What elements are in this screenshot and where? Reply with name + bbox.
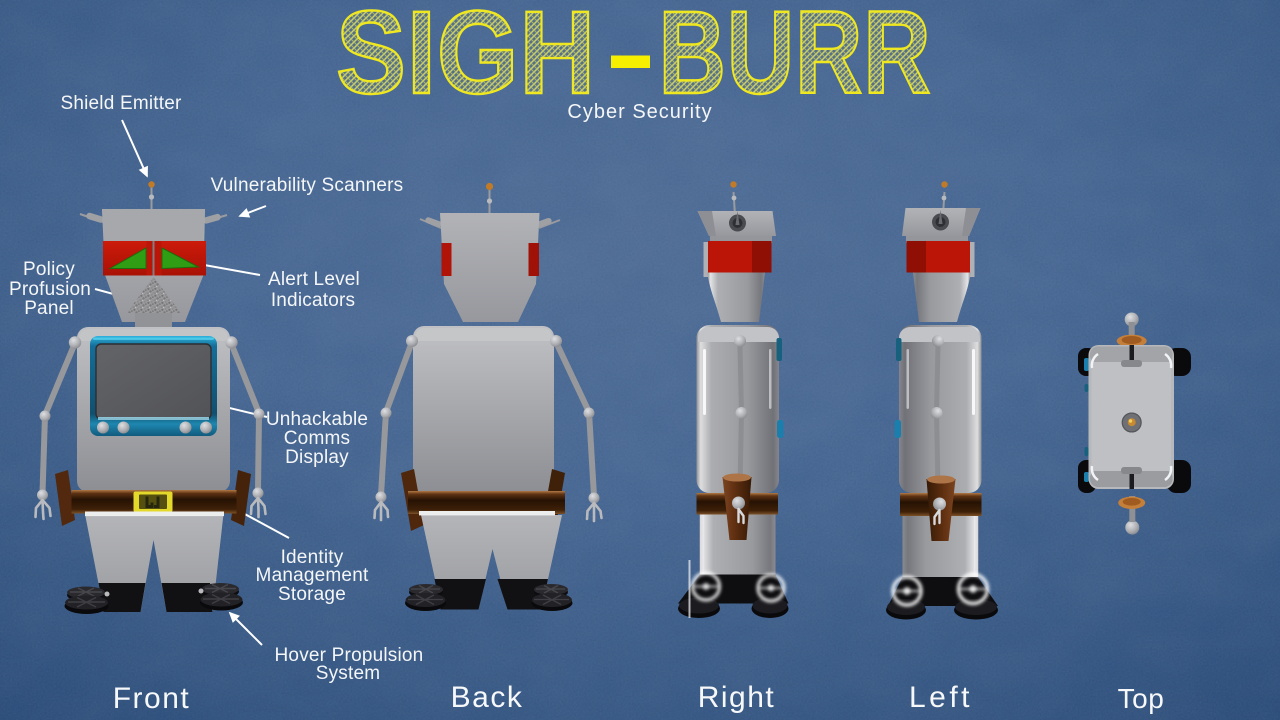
svg-text:Management: Management: [256, 565, 369, 586]
svg-text:Display: Display: [285, 447, 349, 468]
svg-text:Cyber Security: Cyber Security: [567, 101, 712, 123]
svg-text:Right: Right: [698, 681, 776, 714]
svg-text:Alert Level: Alert Level: [268, 269, 360, 290]
svg-text:Storage: Storage: [278, 584, 346, 605]
svg-text:Indicators: Indicators: [271, 290, 355, 311]
svg-text:Left: Left: [909, 681, 973, 714]
svg-text:Hover Propulsion: Hover Propulsion: [275, 645, 424, 666]
svg-text:Top: Top: [1118, 683, 1165, 714]
svg-text:Back: Back: [451, 681, 524, 714]
svg-text:System: System: [316, 663, 381, 684]
svg-text:Panel: Panel: [24, 298, 74, 319]
svg-text:Identity: Identity: [281, 547, 344, 568]
svg-text:Front: Front: [113, 682, 191, 715]
svg-text:Shield Emitter: Shield Emitter: [60, 93, 182, 114]
svg-text:Vulnerability Scanners: Vulnerability Scanners: [211, 175, 404, 196]
svg-text:Comms: Comms: [284, 428, 350, 449]
svg-text:Profusion: Profusion: [9, 279, 91, 300]
svg-text:Policy: Policy: [23, 259, 75, 280]
svg-text:SIGH: SIGH: [336, 0, 596, 119]
svg-text:Unhackable: Unhackable: [266, 409, 368, 430]
svg-text:BURR: BURR: [659, 0, 932, 119]
